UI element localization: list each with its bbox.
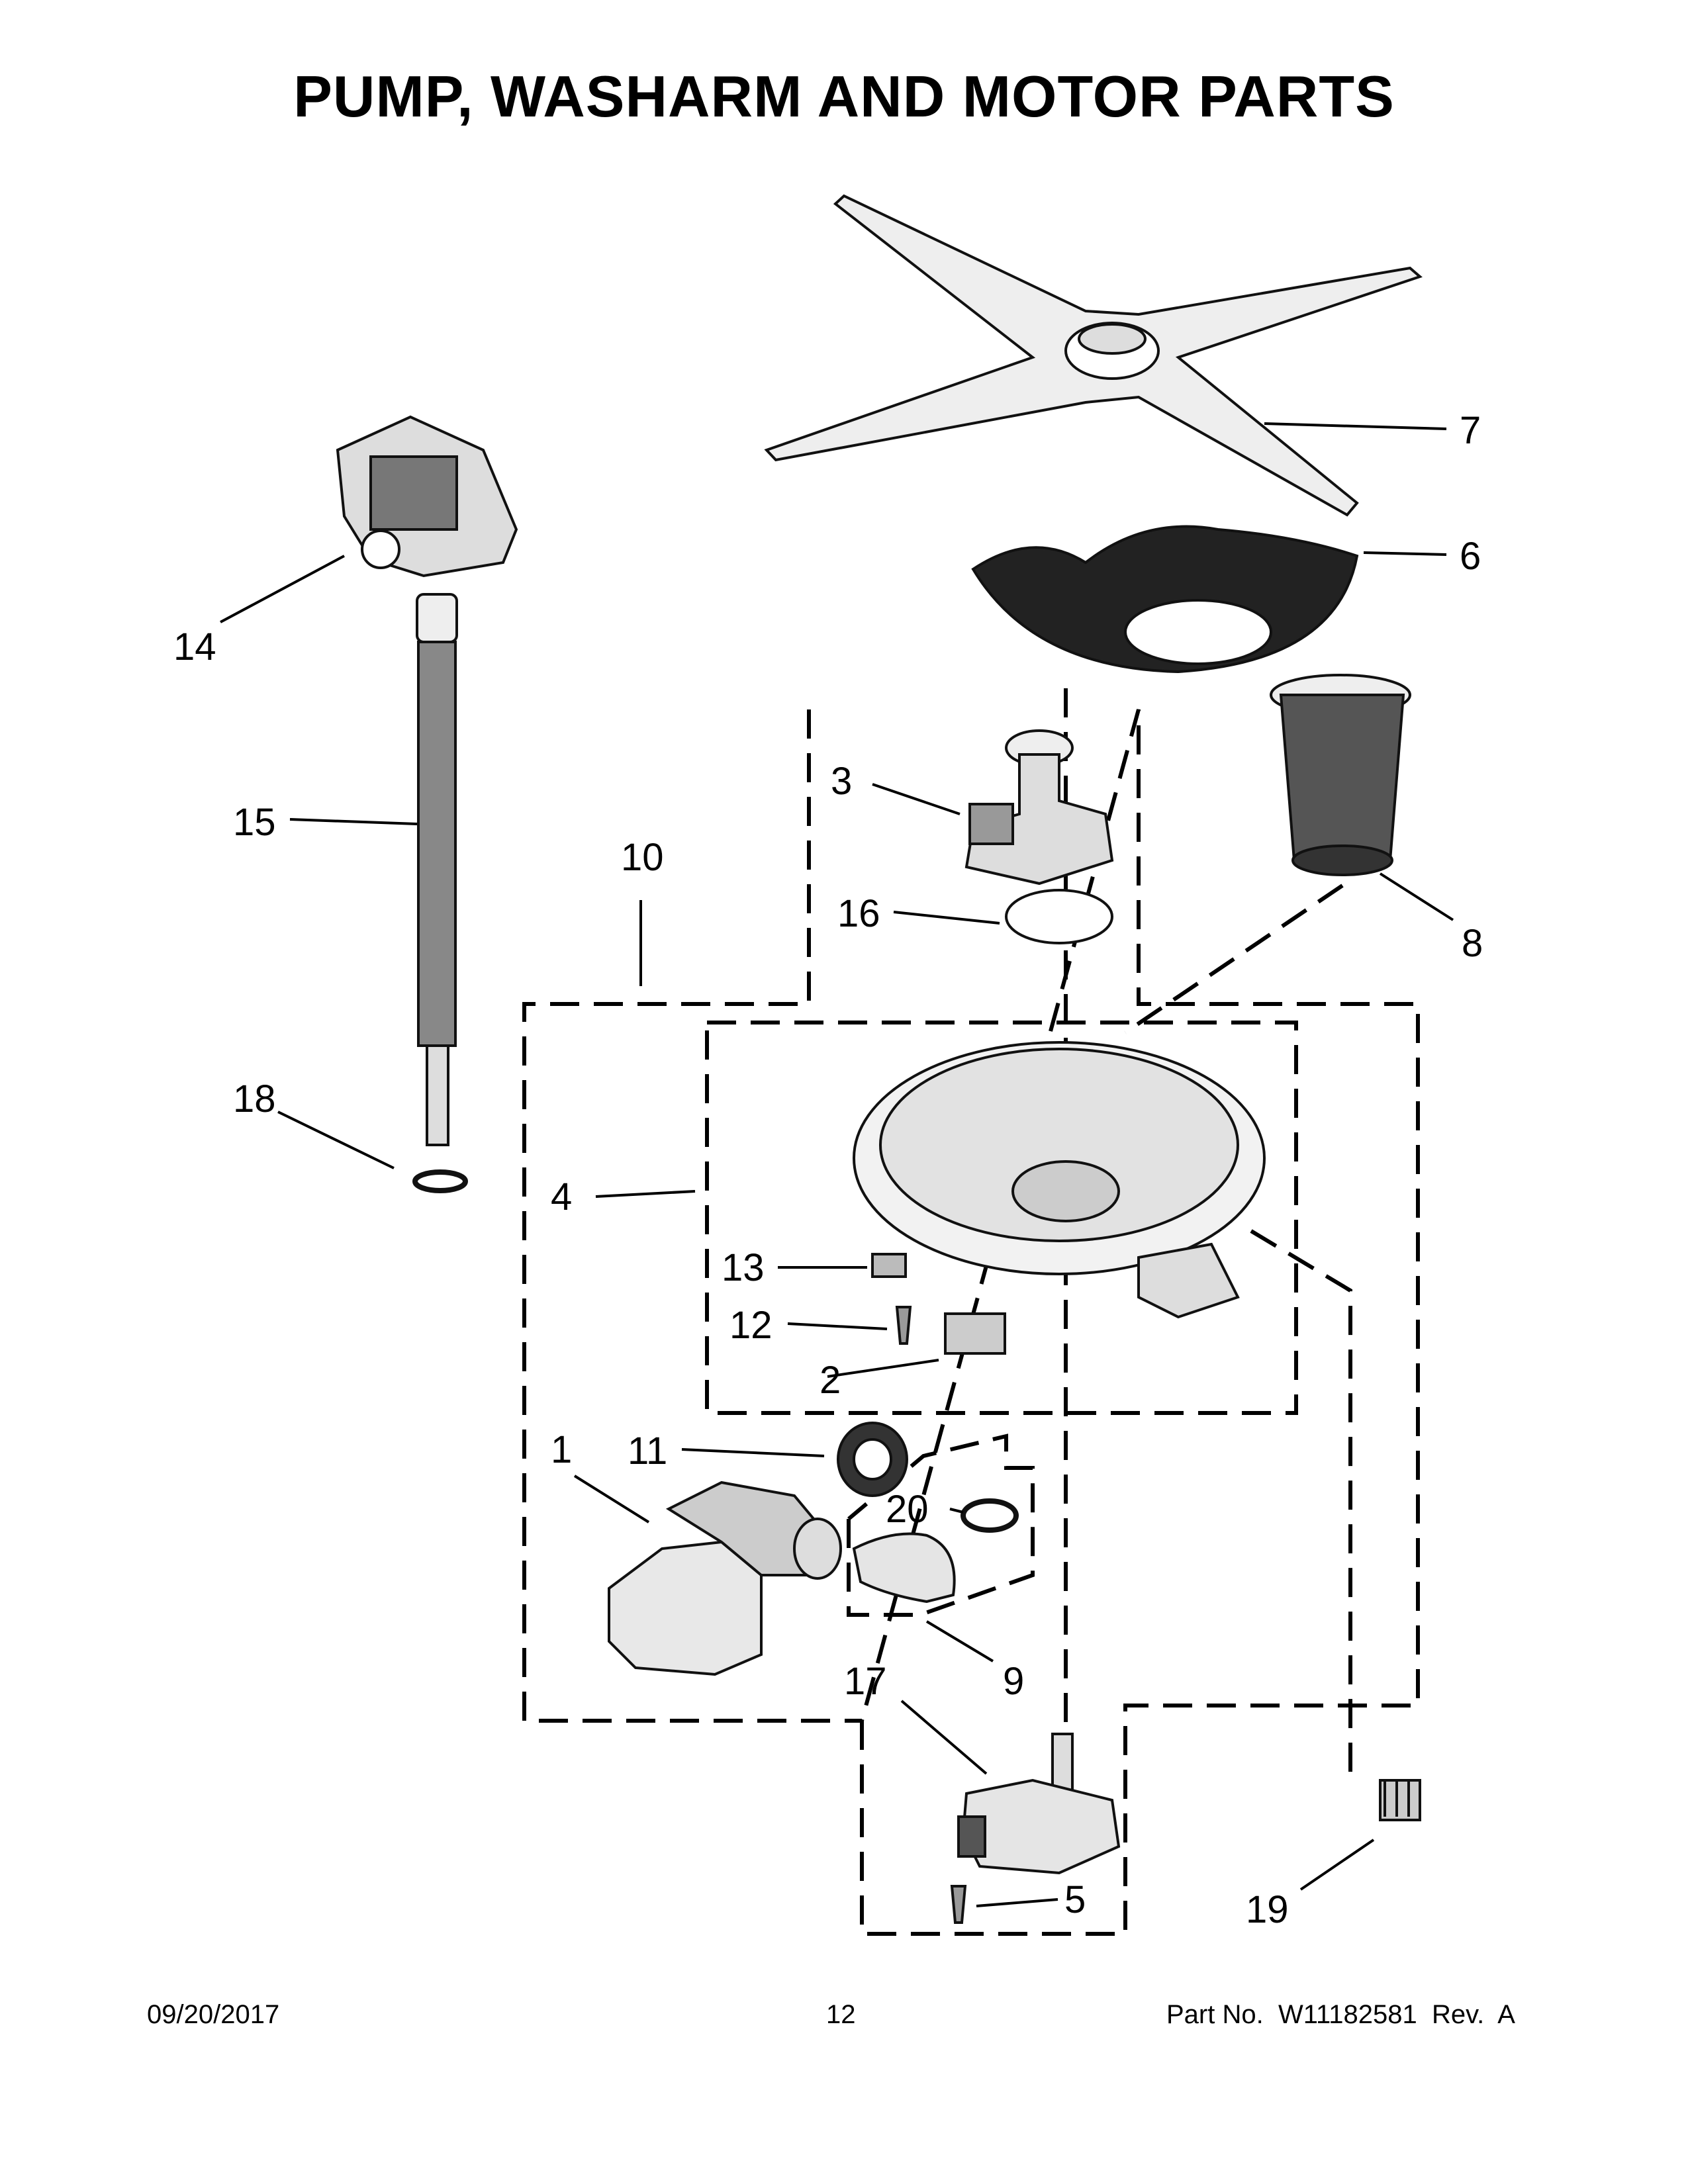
- diagram-title: PUMP, WASHARM AND MOTOR PARTS: [293, 64, 1395, 129]
- sensor-icon: [1379, 1779, 1421, 1821]
- callout-2: 2: [820, 1359, 841, 1402]
- diverter-icon: [964, 729, 1114, 886]
- screw-icon: [950, 1885, 967, 1924]
- callout-14: 14: [173, 625, 216, 668]
- callout-3: 3: [831, 760, 852, 803]
- spray-arm-icon: [764, 194, 1423, 517]
- motor-icon: [608, 1480, 842, 1676]
- footer-date: 09/20/2017: [147, 2000, 280, 2029]
- heater-terminal-block-icon: [944, 1312, 1006, 1355]
- screw-icon: [895, 1306, 912, 1345]
- callouts: 7 6 8 14 15 18 3 16 10 4 13 12 2 11 1 20…: [173, 409, 1483, 1931]
- filter-plate-icon: [971, 525, 1359, 674]
- sump-icon: [853, 1041, 1266, 1319]
- seal-ring-icon: [837, 1422, 908, 1497]
- elbow-hose-icon: [852, 1532, 956, 1604]
- clamp-icon: [961, 1498, 1019, 1533]
- callout-17: 17: [844, 1660, 887, 1703]
- callout-12: 12: [729, 1304, 773, 1347]
- seal-disc-icon: [1005, 889, 1113, 944]
- callout-18: 18: [233, 1077, 276, 1120]
- callout-4: 4: [551, 1175, 572, 1218]
- filter-basket-icon: [1270, 674, 1411, 876]
- footer-page-number: 12: [826, 2000, 856, 2029]
- assembly-4-boundary: [705, 1021, 1298, 1415]
- callout-9: 9: [1003, 1660, 1024, 1703]
- assembly-9-boundary: [847, 1433, 1035, 1617]
- callout-11: 11: [628, 1430, 667, 1473]
- callout-20: 20: [886, 1488, 929, 1531]
- diverter-motor-icon: [957, 1733, 1121, 1875]
- callout-19: 19: [1246, 1888, 1289, 1931]
- callout-7: 7: [1460, 409, 1481, 452]
- callout-15: 15: [233, 801, 276, 844]
- callout-13: 13: [722, 1246, 765, 1289]
- assembly-10-boundary: [522, 709, 1420, 1936]
- footer-part-number: Part No. W11182581 Rev. A: [1166, 2000, 1515, 2029]
- clamp-icon: [412, 1169, 468, 1193]
- callout-5: 5: [1064, 1878, 1086, 1921]
- connector-clip-icon: [871, 1253, 907, 1278]
- leader-lines: [220, 422, 1454, 1907]
- filter-connector-line: [1124, 884, 1344, 1034]
- callout-10: 10: [621, 836, 664, 879]
- sensor-connector-line: [1250, 1229, 1352, 1774]
- callout-8: 8: [1462, 922, 1483, 965]
- callout-1: 1: [551, 1428, 572, 1471]
- pump-icon: [336, 415, 518, 578]
- callout-16: 16: [837, 892, 880, 935]
- corrugated-hose-icon: [416, 593, 458, 1146]
- callout-6: 6: [1460, 535, 1481, 578]
